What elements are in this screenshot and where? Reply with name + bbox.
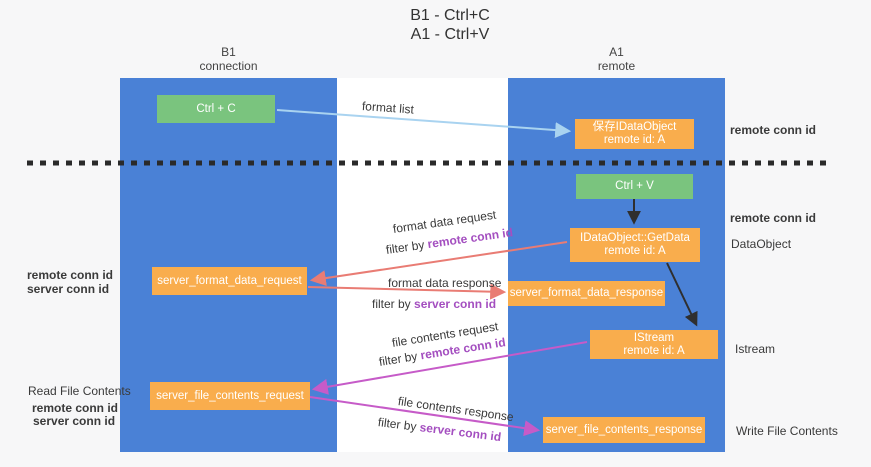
filter-by-text: filter by <box>372 297 415 311</box>
node-ctrl-v-label: Ctrl + V <box>615 180 654 192</box>
node-format-request-label: server_format_data_request <box>157 274 302 287</box>
node-save-line2: remote id: A <box>603 134 666 146</box>
node-server-file-contents-response: server_file_contents_response <box>543 417 705 443</box>
side-server-conn-id-file: server conn id <box>33 414 116 428</box>
node-save-line1: 保存IDataObject <box>592 121 677 133</box>
side-read-file-contents-label: Read File Contents <box>28 384 131 398</box>
node-server-format-data-response: server_format_data_response <box>508 281 665 306</box>
server-conn-id-text: server conn id <box>414 297 497 311</box>
node-file-request-label: server_file_contents_request <box>156 389 304 402</box>
node-format-response-label: server_format_data_response <box>509 287 664 299</box>
node-idataobject-getdata: IDataObject::GetData remote id: A <box>570 228 700 262</box>
side-remote-conn-id-file: remote conn id <box>32 401 119 415</box>
column-b1-name: B1 <box>221 45 236 59</box>
node-istream: IStream remote id: A <box>590 330 718 359</box>
side-istream-label: Istream <box>735 342 776 356</box>
node-ctrl-v: Ctrl + V <box>576 174 693 199</box>
column-header-a1: A1 remote <box>508 45 725 73</box>
node-server-format-data-request: server_format_data_request <box>152 267 307 295</box>
column-a1-role: remote <box>597 59 636 73</box>
column-b1-role: connection <box>199 59 258 73</box>
node-save-idataobject: 保存IDataObject remote id: A <box>575 119 694 149</box>
node-istream-line2: remote id: A <box>623 344 685 357</box>
side-write-file-contents-label: Write File Contents <box>736 424 838 438</box>
message-corridor <box>337 78 508 452</box>
node-server-file-contents-request: server_file_contents_request <box>150 382 310 410</box>
title-line-1: B1 - Ctrl+C <box>410 7 490 24</box>
side-server-conn-id-format: server conn id <box>27 282 110 296</box>
node-istream-line1: IStream <box>633 331 675 344</box>
format-data-response-text: format data response <box>388 276 502 290</box>
title-line-2: A1 - Ctrl+V <box>410 26 490 43</box>
filter-by-server-conn-id-label-1: filter by server conn id <box>372 297 496 311</box>
node-file-response-label: server_file_contents_response <box>545 423 703 436</box>
side-remote-conn-id-top: remote conn id <box>730 123 817 137</box>
column-header-b1: B1 connection <box>120 45 337 73</box>
column-a1-name: A1 <box>609 45 624 59</box>
format-data-response-label: format data response <box>388 276 501 290</box>
node-ctrl-c: Ctrl + C <box>157 95 275 123</box>
side-remote-conn-id-format: remote conn id <box>27 268 114 282</box>
side-dataobject-label: DataObject <box>731 237 792 251</box>
node-ctrl-c-label: Ctrl + C <box>196 102 236 115</box>
node-getdata-line2: remote id: A <box>604 245 666 257</box>
diagram-title: B1 - Ctrl+C A1 - Ctrl+V <box>300 6 600 44</box>
side-remote-conn-id-middle: remote conn id <box>730 211 817 225</box>
node-getdata-line1: IDataObject::GetData <box>580 232 690 244</box>
